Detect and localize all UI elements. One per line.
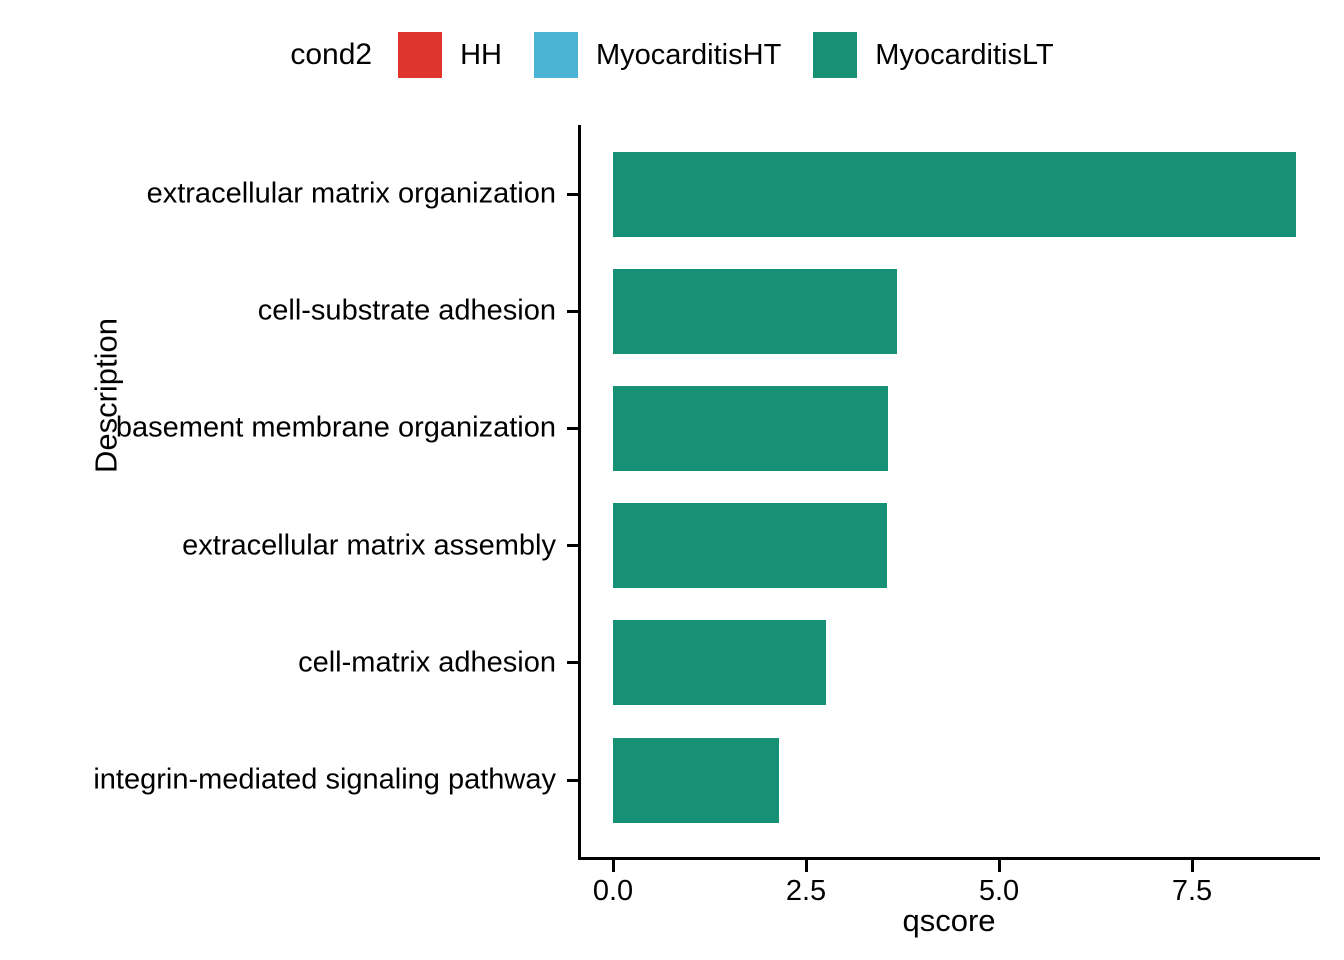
y-axis-tick-label: cell-substrate adhesion (257, 294, 556, 327)
bar[interactable] (613, 737, 779, 823)
x-axis-line (578, 857, 1320, 860)
y-axis-tick (567, 661, 578, 665)
y-axis-tick (567, 778, 578, 782)
y-axis-tick-label: extracellular matrix organization (146, 177, 556, 210)
x-axis-tick-label: 7.5 (1171, 875, 1213, 907)
bar[interactable] (613, 268, 898, 354)
bars-layer (578, 125, 1320, 860)
x-axis-tick-label: 5.0 (978, 875, 1020, 907)
legend-swatch-myocarditisht (533, 32, 578, 78)
y-axis-line (578, 125, 581, 860)
legend-entry-myocarditislt[interactable]: MyocarditisLT (813, 32, 1054, 78)
legend-swatch-myocarditislt (813, 32, 858, 78)
legend-swatch-hh (398, 32, 443, 78)
legend-entry-myocarditisht[interactable]: MyocarditisHT (533, 32, 813, 78)
x-axis-title: qscore (902, 903, 996, 938)
legend-label-myocarditislt: MyocarditisLT (875, 38, 1054, 71)
y-axis-tick-label: extracellular matrix assembly (182, 529, 556, 562)
y-axis-tick-label: basement membrane organization (115, 411, 556, 444)
bar[interactable] (613, 385, 888, 471)
legend-entry-hh[interactable]: HH (398, 32, 534, 78)
bar[interactable] (613, 151, 1297, 237)
legend-title: cond2 (290, 38, 373, 71)
x-axis-tick (611, 860, 615, 872)
plot-panel: 0.0 2.5 5.0 7.5 (567, 125, 1320, 906)
y-axis-tick (567, 544, 578, 548)
bar[interactable] (613, 503, 888, 589)
x-axis-tick-label: 2.5 (785, 875, 827, 907)
y-axis-tick (567, 192, 578, 196)
y-axis-tick-label: cell-matrix adhesion (298, 646, 556, 679)
x-axis-tick (804, 860, 808, 872)
x-axis-tick-label: 0.0 (592, 875, 634, 907)
bar[interactable] (613, 620, 827, 706)
legend-label-myocarditisht: MyocarditisHT (595, 38, 782, 71)
legend-label-hh: HH (460, 38, 502, 71)
y-axis-tick (567, 426, 578, 430)
y-axis-tick (567, 309, 578, 313)
legend: cond2 HH MyocarditisHT MyocarditisLT (0, 22, 1344, 88)
x-axis-tick (997, 860, 1001, 872)
x-axis-tick (1190, 860, 1194, 872)
y-axis-tick-label: integrin-mediated signaling pathway (93, 763, 556, 796)
y-axis-tick-labels: extracellular matrix organization cell-su… (0, 125, 566, 860)
